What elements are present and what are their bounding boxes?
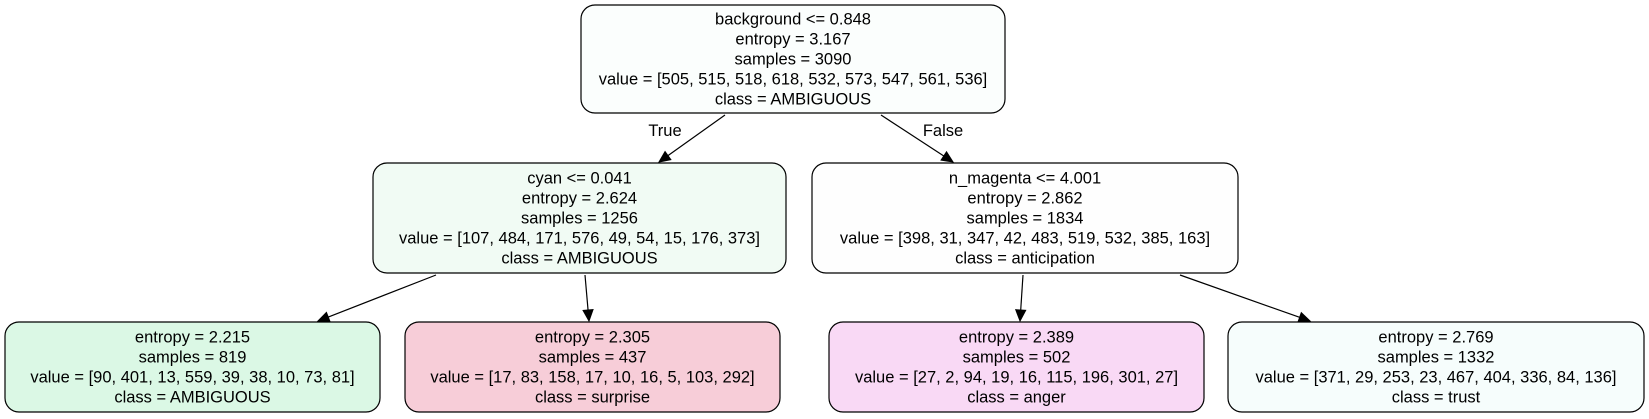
node-line: n_magenta <= 4.001 bbox=[949, 170, 1101, 188]
node-line: cyan <= 0.041 bbox=[527, 170, 632, 188]
arrow-head bbox=[658, 150, 672, 163]
node-line: value = [17, 83, 158, 17, 10, 16, 5, 103… bbox=[430, 369, 754, 387]
node-box bbox=[828, 321, 1205, 413]
arrow-head bbox=[1297, 311, 1312, 323]
tree-node-leaf1: entropy = 2.215 samples = 819 value = [90,… bbox=[4, 321, 381, 413]
nodes-layer: background <= 0.848 entropy = 3.167 sample… bbox=[4, 4, 1645, 413]
arrow-head bbox=[940, 150, 955, 163]
node-line: entropy = 2.215 bbox=[135, 329, 250, 347]
tree-edge-left-leaf2 bbox=[582, 274, 594, 323]
node-line: entropy = 2.389 bbox=[959, 329, 1074, 347]
tree-edge-right-leaf3 bbox=[1014, 274, 1027, 323]
edge-line bbox=[328, 274, 437, 318]
node-line: value = [27, 2, 94, 19, 16, 115, 196, 30… bbox=[855, 369, 1178, 387]
node-line: samples = 1256 bbox=[521, 210, 638, 228]
node-line: value = [398, 31, 347, 42, 483, 519, 532… bbox=[840, 230, 1210, 248]
node-line: class = trust bbox=[1392, 389, 1481, 407]
node-line: class = AMBIGUOUS bbox=[715, 91, 871, 109]
node-box bbox=[811, 162, 1239, 274]
node-line: samples = 1834 bbox=[967, 210, 1084, 228]
edges-layer: True False bbox=[316, 114, 1312, 323]
edge-line bbox=[667, 114, 726, 157]
node-box bbox=[1227, 321, 1645, 413]
edge-line bbox=[1020, 274, 1024, 311]
arrow-head bbox=[1014, 309, 1027, 323]
tree-node-root: background <= 0.848 entropy = 3.167 sample… bbox=[580, 4, 1006, 114]
node-line: value = [107, 484, 171, 576, 49, 54, 15,… bbox=[399, 230, 760, 248]
edge-line bbox=[584, 274, 589, 311]
node-line: samples = 502 bbox=[963, 349, 1071, 367]
edge-line bbox=[880, 114, 945, 157]
edge-line bbox=[1179, 274, 1300, 318]
tree-node-leaf4: entropy = 2.769 samples = 1332 value = [37… bbox=[1227, 321, 1645, 413]
tree-node-left: cyan <= 0.041 entropy = 2.624 samples = 12… bbox=[372, 162, 787, 274]
arrow-head bbox=[582, 309, 594, 323]
node-line: class = anger bbox=[967, 389, 1066, 407]
node-line: samples = 819 bbox=[139, 349, 247, 367]
node-box bbox=[4, 321, 381, 413]
node-line: class = AMBIGUOUS bbox=[114, 389, 270, 407]
arrow-head bbox=[316, 311, 331, 323]
node-line: background <= 0.848 bbox=[715, 11, 871, 29]
tree-node-leaf2: entropy = 2.305 samples = 437 value = [17,… bbox=[404, 321, 781, 413]
node-line: entropy = 2.624 bbox=[522, 190, 637, 208]
node-box bbox=[580, 4, 1006, 114]
node-box bbox=[372, 162, 787, 274]
node-line: entropy = 2.862 bbox=[967, 190, 1082, 208]
node-line: class = AMBIGUOUS bbox=[501, 250, 657, 268]
node-box bbox=[404, 321, 781, 413]
tree-node-leaf3: entropy = 2.389 samples = 502 value = [27,… bbox=[828, 321, 1205, 413]
tree-edge-root-left: True bbox=[648, 114, 726, 163]
tree-edge-root-right: False bbox=[880, 114, 963, 163]
node-line: samples = 1332 bbox=[1378, 349, 1495, 367]
edge-label: False bbox=[923, 122, 963, 140]
node-line: class = surprise bbox=[535, 389, 650, 407]
node-line: class = anticipation bbox=[955, 250, 1095, 268]
edge-label: True bbox=[648, 122, 681, 140]
tree-edge-right-leaf4 bbox=[1179, 274, 1312, 323]
node-line: samples = 3090 bbox=[735, 51, 852, 69]
node-line: samples = 437 bbox=[539, 349, 647, 367]
tree-node-right: n_magenta <= 4.001 entropy = 2.862 samples… bbox=[811, 162, 1239, 274]
node-line: value = [371, 29, 253, 23, 467, 404, 336… bbox=[1255, 369, 1616, 387]
tree-edge-left-leaf1 bbox=[316, 274, 437, 323]
node-line: entropy = 2.305 bbox=[535, 329, 650, 347]
node-line: value = [505, 515, 518, 618, 532, 573, 5… bbox=[599, 71, 988, 89]
node-line: value = [90, 401, 13, 559, 39, 38, 10, 7… bbox=[30, 369, 354, 387]
node-line: entropy = 3.167 bbox=[735, 31, 850, 49]
node-line: entropy = 2.769 bbox=[1378, 329, 1493, 347]
